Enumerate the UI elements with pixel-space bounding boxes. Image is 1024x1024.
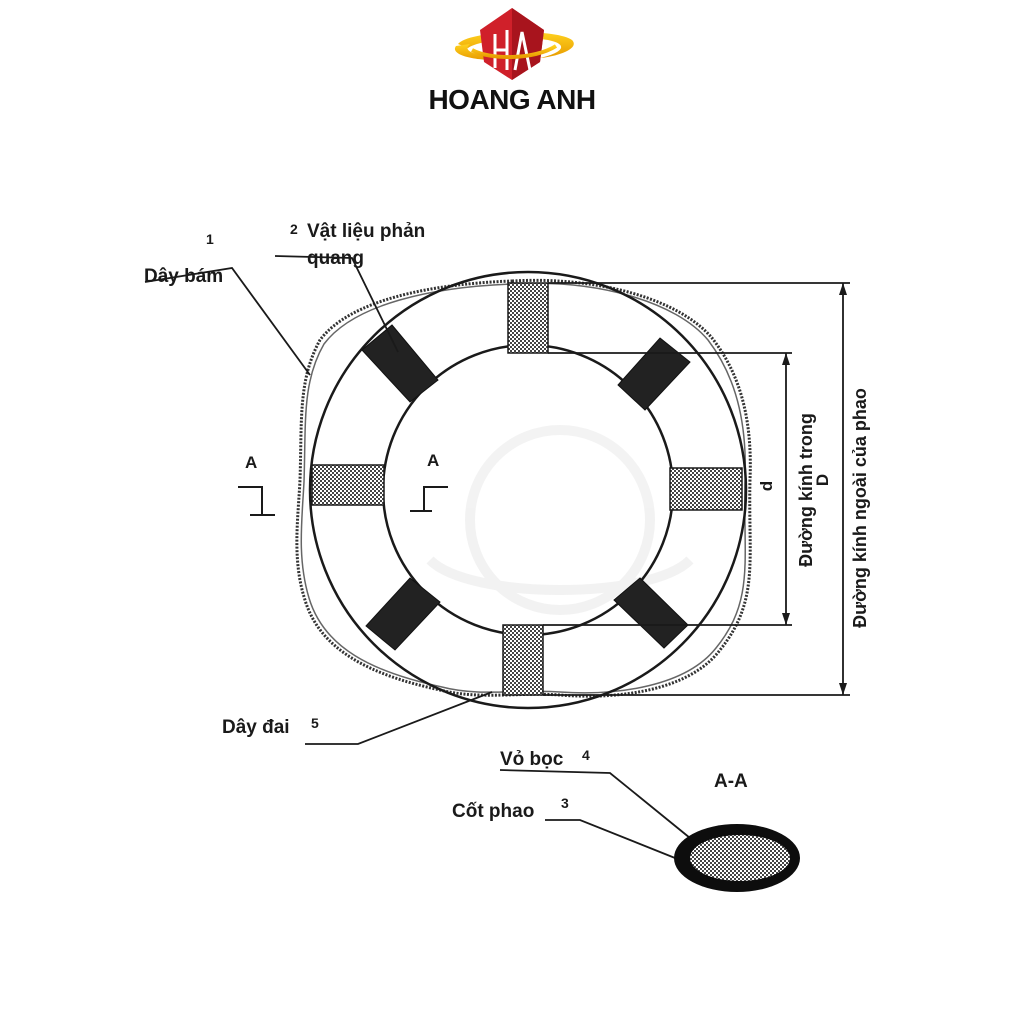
label-reflective-line2: quang: [307, 248, 364, 269]
reflective-patch-se: [613, 577, 689, 649]
leader-grab-line: [144, 267, 311, 376]
cross-section-core: [690, 835, 790, 881]
strap-bottom: [502, 624, 544, 696]
label-strap-number: 5: [311, 715, 319, 731]
leader-reflective: [274, 255, 399, 353]
outer-ring: [308, 270, 748, 710]
label-grab-line-number: 1: [206, 231, 214, 247]
label-inner-dimension-letter: d: [757, 481, 776, 491]
label-strap: Dây đai: [222, 717, 290, 738]
brand-name: HOANG ANH: [428, 84, 596, 115]
label-reflective-line1: Vật liệu phản: [307, 221, 425, 242]
label-grab-line: Dây bám: [144, 266, 223, 287]
label-section-right: A: [427, 451, 439, 470]
label-cover: Vỏ bọc: [500, 749, 564, 770]
section-marker-right: [410, 486, 448, 512]
strap-left: [311, 464, 385, 506]
leader-cover: [499, 769, 691, 839]
label-section-left: A: [245, 453, 257, 472]
label-outer-dimension: Đường kính ngoài của phao: [850, 388, 870, 628]
section-marker-left: [238, 486, 275, 516]
label-core-number: 3: [561, 795, 569, 811]
reflective-patch-sw: [365, 577, 441, 651]
strap-right: [669, 467, 743, 511]
watermark: [426, 425, 694, 615]
label-outer-dimension-letter: D: [813, 474, 832, 486]
label-reflective-number: 2: [290, 221, 298, 237]
leader-core: [545, 819, 681, 861]
reflective-patch-ne: [617, 337, 691, 411]
strap-top: [507, 282, 549, 354]
leader-strap: [305, 691, 493, 745]
label-cover-number: 4: [582, 747, 590, 763]
label-core: Cốt phao: [452, 801, 534, 822]
hoang-anh-logo: [454, 8, 574, 80]
label-inner-dimension: Đường kính trong: [796, 413, 816, 567]
reflective-patch-nw: [361, 324, 439, 403]
label-section-title: A-A: [714, 771, 748, 792]
